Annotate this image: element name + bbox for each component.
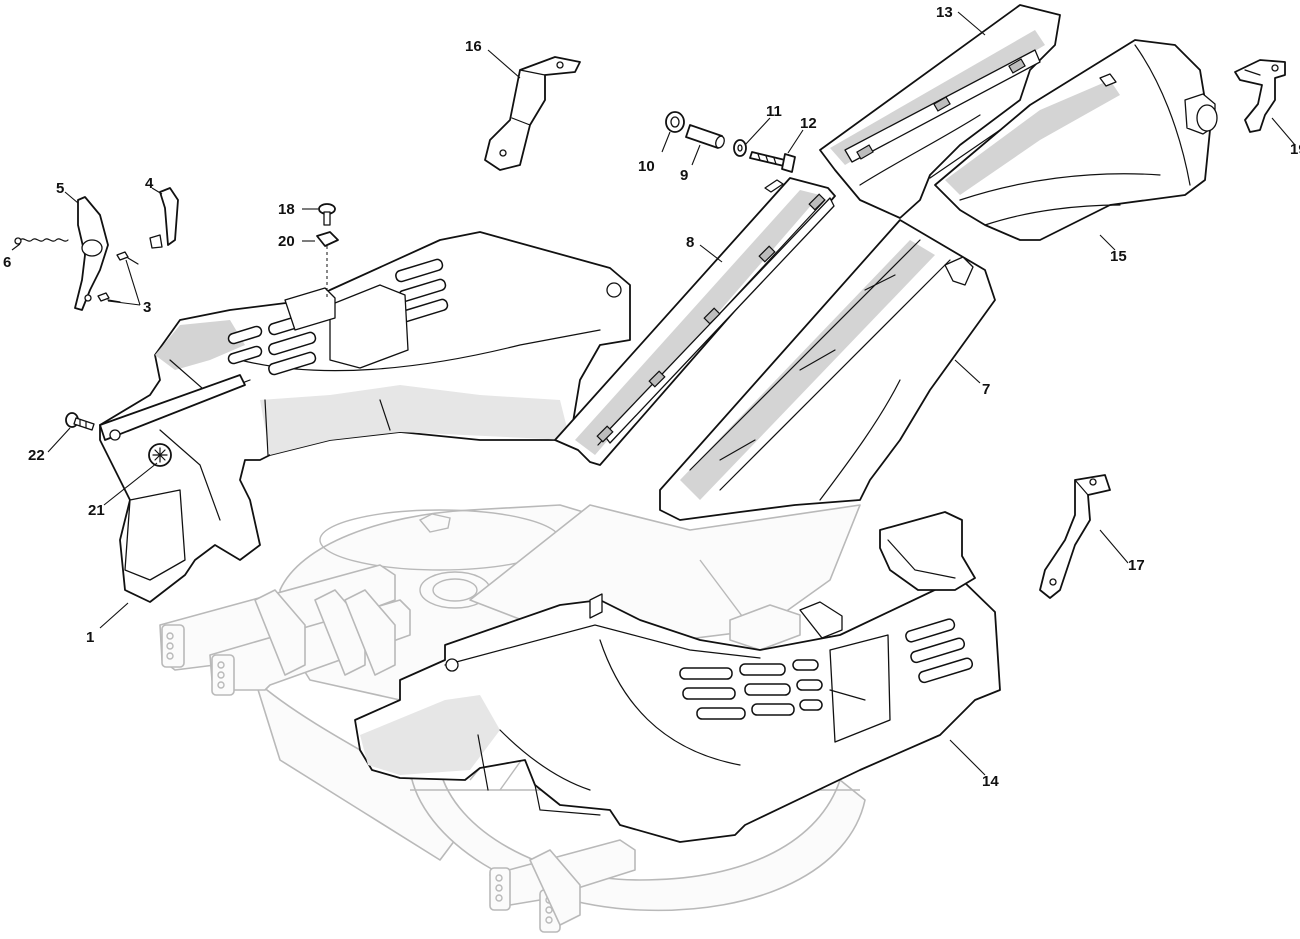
callout-18: 18: [278, 201, 295, 218]
callout-8: 8: [686, 234, 694, 251]
callout-6: 6: [3, 254, 11, 271]
part-1-left-cover: [99, 231, 631, 603]
callout-20: 20: [278, 233, 295, 250]
callout-11: 11: [766, 103, 782, 120]
callout-9: 9: [680, 167, 688, 184]
callout-14: 14: [982, 773, 999, 790]
hardware-21-22: [65, 412, 172, 467]
callout-12: 12: [800, 115, 817, 132]
part-14-lower-cover: [354, 511, 1001, 843]
part-16-bracket: [484, 56, 581, 171]
leader-lines: [11, 11, 1296, 776]
callout-22: 22: [28, 447, 45, 464]
callout-3: 3: [143, 299, 151, 316]
part-7-center-duct: [659, 219, 996, 521]
callout-17: 17: [1128, 557, 1145, 574]
callout-labels: 1 3 4 5 6 7 8 9 10 11 12 13 14 15 16 17 …: [3, 4, 1300, 790]
hardware-18-20: [316, 203, 339, 300]
callout-1: 1: [86, 629, 94, 646]
callout-7: 7: [982, 381, 990, 398]
callout-13: 13: [936, 4, 953, 21]
ghost-mower-deck: [159, 504, 866, 933]
part-19-clip: [1234, 59, 1286, 133]
part-15-rear-chute: [934, 39, 1218, 241]
callout-15: 15: [1110, 248, 1127, 265]
callout-4: 4: [145, 175, 154, 192]
callout-16: 16: [465, 38, 482, 55]
part-8-hinge-flap: [554, 177, 836, 466]
latch-assembly: [14, 187, 179, 311]
callout-21: 21: [88, 502, 105, 519]
hardware-set: [665, 111, 796, 173]
part-17-bracket: [1039, 474, 1111, 599]
callout-19: 19: [1290, 141, 1300, 158]
part-13-rear-top-cover: [819, 4, 1061, 219]
callout-5: 5: [56, 180, 64, 197]
callout-10: 10: [638, 158, 655, 175]
